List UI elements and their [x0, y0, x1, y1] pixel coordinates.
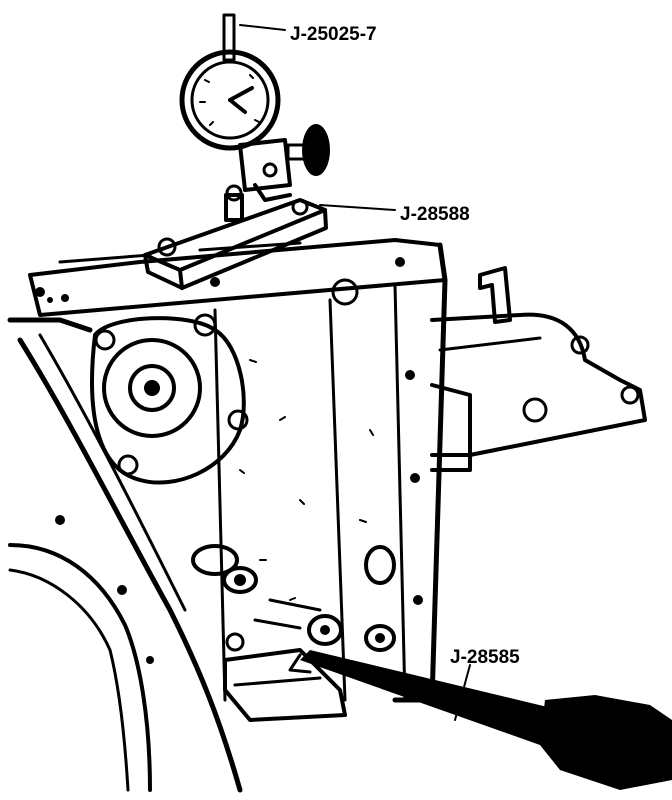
oil-pump-housing [90, 278, 359, 485]
dial-indicator [179, 13, 330, 222]
fixture-bar [143, 198, 328, 290]
transmission-case [7, 238, 448, 793]
lower-internals [191, 544, 396, 722]
label-pry-tool: J-28585 [450, 647, 520, 668]
side-extension [430, 266, 647, 472]
label-dial-indicator: J-25025-7 [290, 24, 377, 45]
label-fixture: J-28588 [400, 204, 470, 225]
pry-tool [288, 650, 672, 790]
callout-leaders [239, 24, 471, 721]
